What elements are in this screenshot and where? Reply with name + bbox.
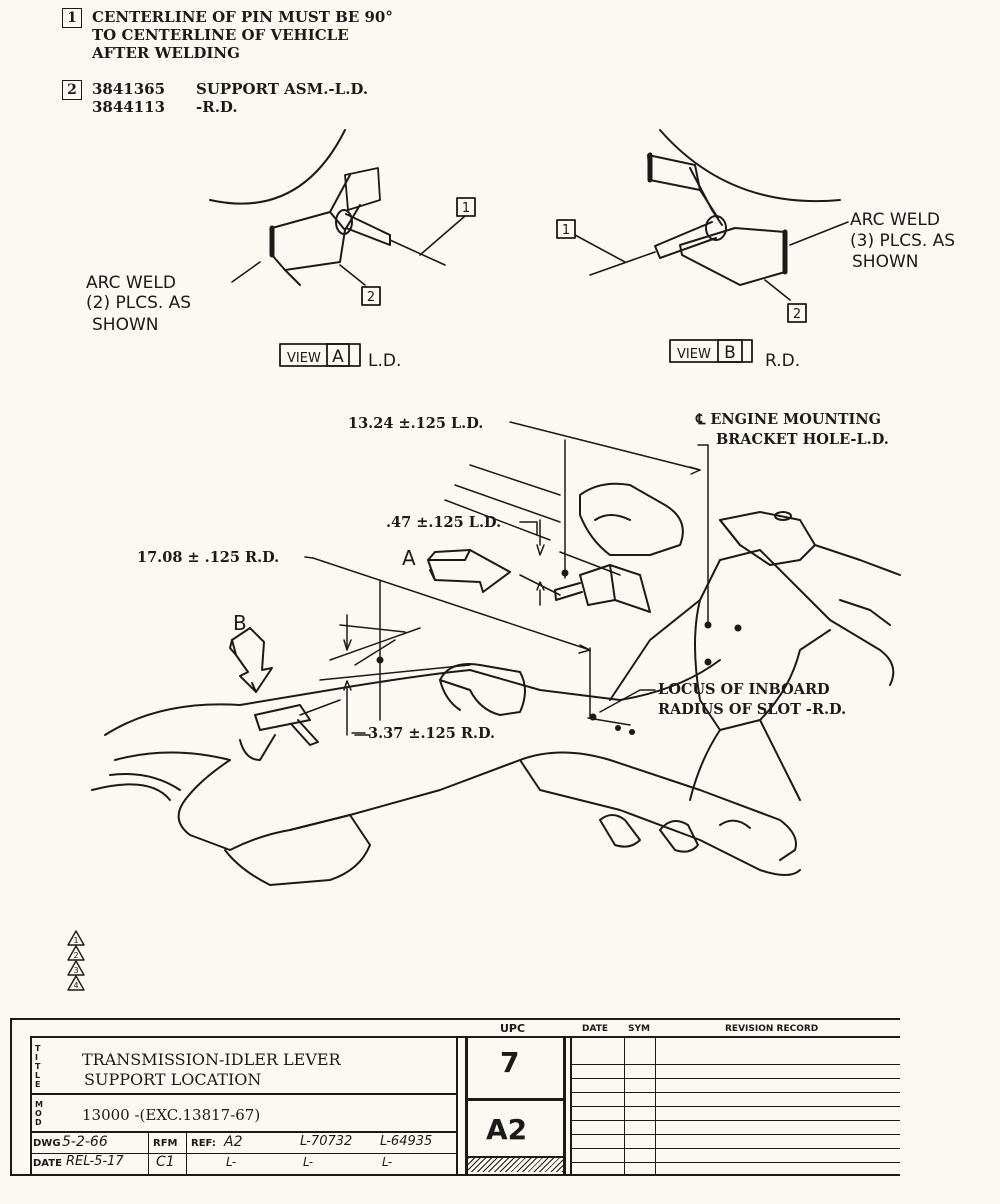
part-desc-rd: -R.D.: [196, 98, 238, 116]
ref-l-3: L-: [226, 1155, 237, 1169]
revision-mark-3: 3: [73, 966, 78, 975]
title-tag: TITLE: [35, 1044, 41, 1089]
view-a-letter: A: [332, 347, 344, 367]
view-b-weld-line-2: (3) PLCS. AS: [850, 231, 955, 251]
revision-mark-4: 4: [73, 981, 78, 990]
arrow-a-letter: A: [402, 546, 416, 570]
idler-lever-support: [519, 482, 684, 613]
dwg-date: 5-2-66: [62, 1134, 108, 1150]
note-1-line-2: TO CENTERLINE OF VEHICLE: [92, 26, 349, 44]
title-block: UPC DATE SYM REVISION RECORD TITLE MOD T…: [10, 1018, 900, 1178]
ref-l-4: L-: [303, 1155, 314, 1169]
view-b-callout-1: 1: [562, 223, 570, 238]
view-b-arrow: [229, 627, 273, 693]
view-a-callout-1: 1: [462, 201, 470, 216]
view-a-sketch: [209, 129, 446, 286]
release-date: REL-5-17: [66, 1154, 124, 1169]
note-1: 1 CENTERLINE OF PIN MUST BE 90° TO CENTE…: [62, 8, 393, 62]
view-b-weld-line-3: SHOWN: [852, 252, 918, 272]
view-b-weld-line-1: ARC WELD: [850, 210, 940, 230]
view-a-weld-line-2: (2) PLCS. AS: [86, 293, 191, 313]
date-header: DATE: [582, 1024, 609, 1034]
note-2: 2 3841365 SUPPORT ASM.-L.D. 3844113 -R.D.: [62, 80, 368, 116]
view-a-label: VIEW A L.D.: [279, 343, 401, 371]
rfm-value: C1: [156, 1154, 175, 1170]
sheet-hatch: [468, 1158, 563, 1172]
revision-mark-2: 2: [73, 951, 78, 960]
dim-3-37: 3.37 ±.125 R.D.: [368, 725, 495, 742]
note-1-line-1: CENTERLINE OF PIN MUST BE 90°: [92, 8, 393, 26]
upc-value: 7: [500, 1046, 520, 1079]
upc-header: UPC: [500, 1022, 526, 1035]
view-b-word: VIEW: [677, 347, 711, 362]
ref-value: A2: [224, 1134, 243, 1150]
view-b-callout-2-box: [787, 303, 807, 323]
model-number: 13000 -(EXC.13817-67): [82, 1106, 261, 1124]
ref-l-1: L-70732: [300, 1134, 353, 1149]
sym-header: SYM: [628, 1024, 650, 1034]
view-a-arrow: [427, 549, 511, 593]
view-a-weld-line-3: SHOWN: [92, 315, 158, 335]
date-label: DATE: [33, 1158, 62, 1169]
view-a-word: VIEW: [287, 351, 321, 366]
view-a-weld-line-1: ARC WELD: [86, 273, 176, 293]
ref-label: REF:: [191, 1138, 216, 1149]
locus-note-line-2: RADIUS OF SLOT -R.D.: [658, 701, 846, 718]
ref-l-2: L-64935: [380, 1134, 433, 1149]
view-b-callout-1-box: [556, 219, 576, 239]
frame-rail: [91, 511, 901, 886]
engine-note-line-1: ℄ ENGINE MOUNTING: [695, 411, 881, 428]
reference-holes: [376, 569, 742, 735]
locus-note-line-1: LOCUS OF INBOARD: [658, 681, 830, 698]
revision-triangles: [67, 930, 85, 991]
view-b-label: VIEW B R.D.: [669, 339, 800, 371]
mod-tag: MOD: [35, 1100, 43, 1127]
dimension-lines: [299, 421, 709, 736]
rfm-label: RFM: [153, 1138, 178, 1149]
dim-17-08: 17.08 ± .125 R.D.: [137, 549, 279, 566]
assembly-drawing: 1 2 ARC WELD (2) PLCS. AS SHOWN VIEW A L…: [67, 129, 955, 991]
view-a-side: L.D.: [368, 351, 401, 371]
view-a-callout-2: 2: [367, 290, 375, 305]
dwg-label: DWG: [33, 1138, 61, 1149]
drawing-title-line-2: SUPPORT LOCATION: [84, 1070, 262, 1089]
view-b-sketch: [589, 129, 841, 286]
arrow-b-letter: B: [233, 611, 247, 635]
view-b-callout-2: 2: [793, 307, 801, 322]
leader-lines: [304, 444, 709, 734]
section-value: A2: [486, 1113, 528, 1146]
drawing-title-line-1: TRANSMISSION-IDLER LEVER: [82, 1050, 341, 1069]
revision-record-header: REVISION RECORD: [725, 1024, 819, 1034]
note-2-number: 2: [62, 80, 82, 100]
revision-mark-1: 1: [73, 936, 78, 945]
part-number-rd: 3844113: [92, 98, 166, 116]
ref-l-5: L-: [382, 1155, 393, 1169]
view-b-side: R.D.: [765, 351, 800, 371]
note-1-line-3: AFTER WELDING: [92, 44, 240, 62]
dim-13-24: 13.24 ±.125 L.D.: [348, 415, 483, 432]
view-a-callout-2-box: [361, 286, 381, 306]
note-1-number: 1: [62, 8, 82, 28]
view-a-callout-1-box: [456, 197, 476, 217]
view-b-letter: B: [724, 343, 736, 363]
part-number-ld: 3841365: [92, 80, 166, 98]
dim-0-47: .47 ±.125 L.D.: [386, 514, 501, 531]
engine-note-line-2: BRACKET HOLE-L.D.: [716, 431, 889, 448]
part-desc-ld: SUPPORT ASM.-L.D.: [196, 80, 369, 98]
